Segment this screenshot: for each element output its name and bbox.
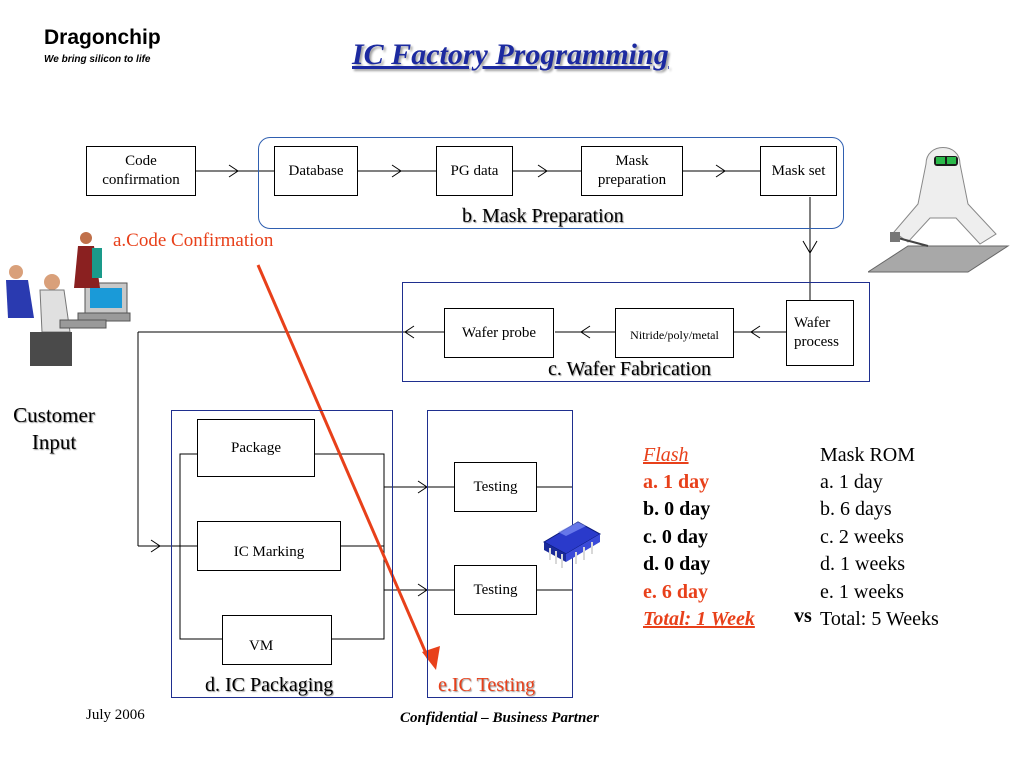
mask-set-box: Mask set [760, 146, 837, 196]
mask-preparation-group [258, 137, 844, 229]
mask-preparation-box: Mask preparation [581, 146, 683, 196]
wafer-fabrication-group [402, 282, 870, 382]
flash-item-e: e. 6 day [643, 581, 708, 603]
flash-item-c: c. 0 day [643, 526, 708, 548]
database-box: Database [274, 146, 358, 196]
vm-box: VM [222, 615, 332, 665]
ic-marking-box: IC Marking [197, 521, 341, 571]
ic-packaging-group [171, 410, 393, 698]
code-confirmation-box: Code confirmation [86, 146, 196, 196]
mask-rom-item-b: b. 6 days [820, 498, 892, 520]
package-box: Package [197, 419, 315, 477]
flash-item-a: a. 1 day [643, 471, 710, 493]
pg-data-box: PG data [436, 146, 513, 196]
flash-total: Total: 1 Week [643, 608, 755, 630]
brand-tagline: We bring silicon to life [44, 54, 151, 65]
testing-box-1: Testing [454, 462, 537, 512]
code-confirmation-label: a.Code Confirmation [113, 230, 274, 251]
wafer-probe-box: Wafer probe [444, 308, 554, 358]
mask-rom-item-a: a. 1 day [820, 471, 883, 493]
wafer-fabrication-label: c. Wafer Fabrication [548, 358, 711, 380]
footer-date: July 2006 [86, 707, 145, 723]
ic-chip-icon [542, 521, 602, 568]
mask-rom-item-c: c. 2 weeks [820, 526, 904, 548]
mask-rom-item-d: d. 1 weeks [820, 553, 905, 575]
mask-preparation-label: b. Mask Preparation [462, 205, 624, 227]
cleanroom-worker-illustration [868, 147, 1010, 273]
brand-name: Dragonchip [44, 26, 161, 49]
flash-item-b: b. 0 day [643, 498, 711, 520]
mask-rom-total: Total: 5 Weeks [820, 608, 939, 630]
footer-confidential: Confidential – Business Partner [400, 710, 599, 726]
wafer-process-box: Wafer process [786, 300, 854, 366]
mask-rom-header: Mask ROM [820, 444, 916, 466]
ic-testing-label: e.IC Testing [438, 674, 536, 696]
nitride-poly-metal-box: Nitride/poly/metal [615, 308, 734, 358]
flash-header: Flash [643, 444, 689, 466]
ic-packaging-label: d. IC Packaging [205, 674, 334, 696]
customer-workstation-illustration [6, 232, 131, 366]
customer-input-label: Customer Input [13, 403, 95, 454]
vs-label: vs [794, 605, 812, 627]
testing-box-2: Testing [454, 565, 537, 615]
page-title: IC Factory Programming [352, 38, 669, 71]
mask-rom-item-e: e. 1 weeks [820, 581, 904, 603]
flash-item-d: d. 0 day [643, 553, 711, 575]
